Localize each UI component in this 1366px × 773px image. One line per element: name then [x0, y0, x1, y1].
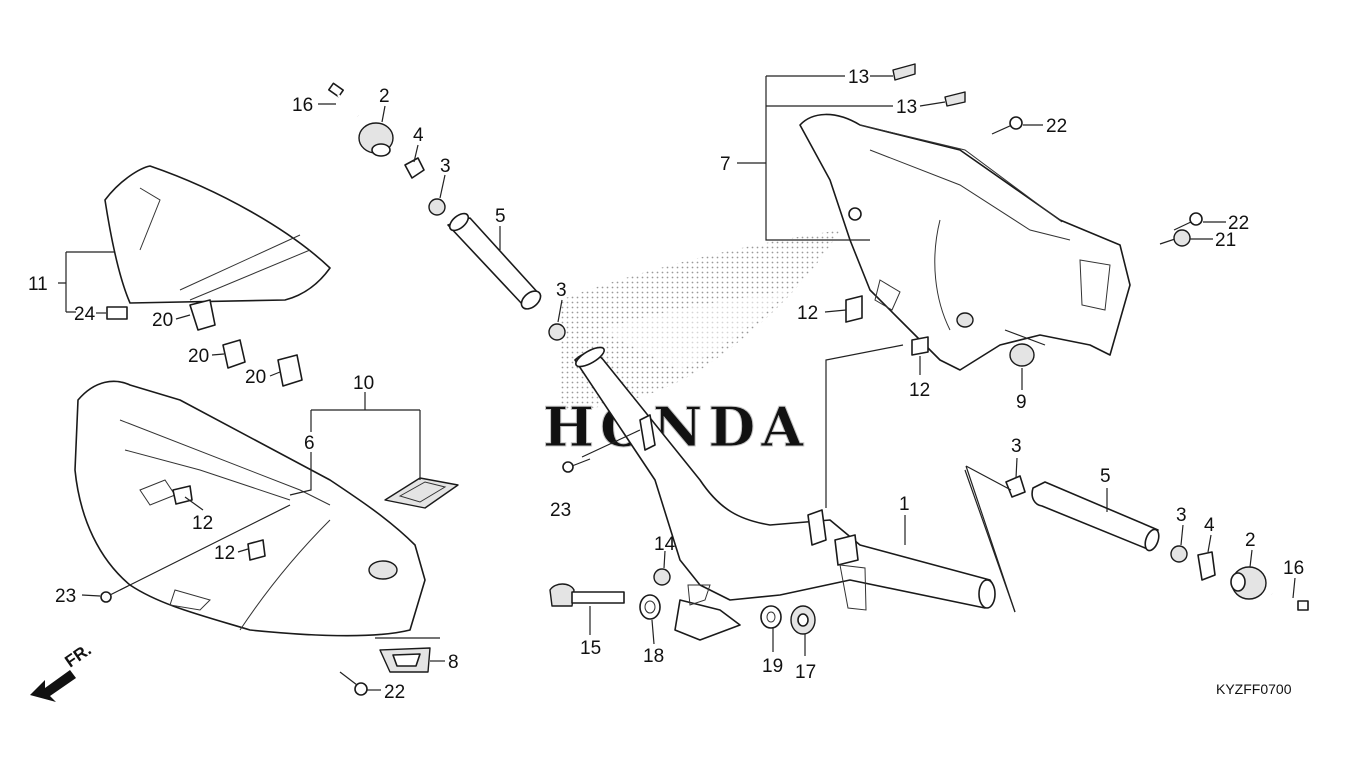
clip-20-c [277, 354, 303, 387]
washer-14 [653, 568, 671, 586]
callout-labels: 16 2 4 3 5 3 11 24 20 20 20 10 6 12 12 2… [28, 67, 1304, 703]
washer-3-mid [548, 323, 566, 341]
collar-4-left [404, 157, 425, 179]
nut-12-a [172, 485, 193, 505]
callout-2: 2 [379, 86, 390, 107]
callout-21: 21 [1215, 230, 1236, 251]
callout-1: 1 [899, 494, 910, 515]
pad-13-b [944, 91, 966, 107]
honda-wordmark: HONDA [543, 395, 809, 459]
inner-weight-5-left [447, 212, 542, 310]
callout-23: 23 [55, 586, 76, 607]
screw-22-upper-right [991, 116, 1023, 135]
washer-3-right-a [1005, 475, 1026, 498]
washer-3-right-b [1170, 545, 1188, 563]
callout-12: 12 [909, 380, 930, 401]
callout-24: 24 [74, 304, 96, 325]
cap-9 [1004, 329, 1046, 367]
bolt-21 [1159, 229, 1191, 247]
callout-5: 5 [495, 206, 506, 227]
front-upper-cover-11 [104, 165, 331, 304]
callout-3: 3 [1011, 436, 1022, 457]
callout-17: 17 [795, 662, 816, 683]
collar-4-right [1197, 551, 1216, 581]
screw-22-mid-right [1173, 212, 1203, 231]
callout-11: 11 [28, 274, 48, 295]
inner-weight-5-right [1031, 481, 1160, 552]
callout-16: 16 [292, 95, 313, 116]
rear-handle-cover-7 [799, 113, 1131, 371]
washer-3-upper [428, 198, 446, 216]
callout-3: 3 [556, 280, 567, 301]
callout-13: 13 [896, 97, 917, 118]
callout-20: 20 [188, 346, 209, 367]
screw-16-left [327, 82, 359, 117]
callout-7: 7 [720, 154, 731, 175]
screw-23-left [100, 585, 129, 603]
callout-22: 22 [1046, 116, 1067, 137]
bolt-15 [549, 583, 625, 607]
callout-18: 18 [643, 646, 664, 667]
callout-6: 6 [304, 433, 315, 454]
screw-22-bottom [339, 671, 368, 696]
nut-17 [790, 605, 816, 635]
callout-4: 4 [413, 125, 424, 146]
handlebar-pipe-1 [574, 346, 996, 641]
callout-3: 3 [440, 156, 451, 177]
callout-22: 22 [384, 682, 405, 703]
grommet-8 [375, 637, 440, 673]
callout-4: 4 [1204, 515, 1215, 536]
screw-23-mid [562, 458, 591, 473]
callout-13: 13 [848, 67, 869, 88]
front-handle-cover-6 [74, 380, 426, 637]
diagram-code: KYZFF0700 [1216, 681, 1292, 697]
callout-3: 3 [1176, 505, 1187, 526]
callout-2: 2 [1245, 530, 1256, 551]
pad-13-a [892, 63, 916, 81]
nut-12-c [845, 295, 863, 323]
callout-9: 9 [1016, 392, 1027, 413]
callout-5: 5 [1100, 466, 1111, 487]
callout-23: 23 [550, 500, 571, 521]
callout-20: 20 [245, 367, 266, 388]
callout-12: 12 [214, 543, 235, 564]
clip-20-b [222, 339, 246, 369]
clip-20-a [189, 299, 216, 331]
front-marker-label: FR. [61, 640, 94, 671]
clip-24 [106, 306, 128, 320]
nut-12-d [911, 336, 929, 356]
bar-end-weight-2-right [1230, 566, 1267, 600]
callout-12: 12 [192, 513, 213, 534]
callout-20: 20 [152, 310, 173, 331]
callout-22: 22 [1228, 213, 1249, 234]
leader-lines [58, 75, 1296, 691]
callout-12: 12 [797, 303, 818, 324]
nut-12-b [247, 539, 266, 561]
emblem-10 [384, 477, 459, 509]
callout-15: 15 [580, 638, 601, 659]
bar-end-weight-2-left [358, 122, 394, 157]
bushing-19 [760, 605, 782, 629]
callout-19: 19 [762, 656, 783, 677]
front-direction-arrow-icon [30, 670, 76, 702]
callout-8: 8 [448, 652, 459, 673]
screw-16-right [1271, 592, 1309, 611]
collar-18 [639, 594, 661, 620]
callout-14: 14 [654, 534, 676, 555]
callout-10: 10 [353, 373, 374, 394]
callout-16: 16 [1283, 558, 1304, 579]
honda-wing-watermark [560, 230, 840, 410]
